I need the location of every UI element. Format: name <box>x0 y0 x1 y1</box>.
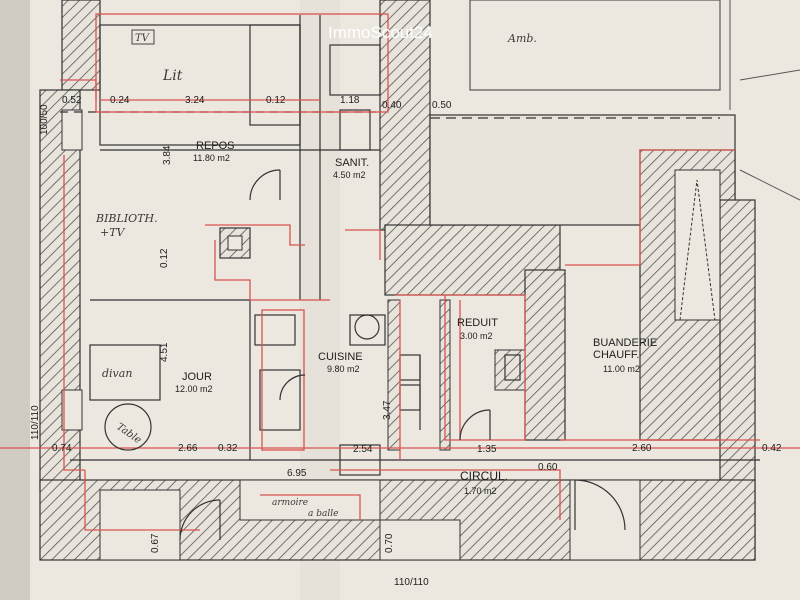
room-reduit-name: REDUIT <box>457 317 498 329</box>
dimensions-bottom: 0.74 2.66 0.32 2.54 1.35 0.60 2.60 0.42 … <box>52 443 782 588</box>
table-symbol <box>104 403 152 451</box>
room-buanderie-name-line2: CHAUFF. <box>593 349 639 361</box>
note-bottom-2: a balle <box>308 509 338 519</box>
dim-repos-height: 3.84 <box>162 145 173 165</box>
dim-cuisine-height: 3.47 <box>382 400 393 420</box>
red-markup-lines <box>0 13 800 531</box>
note-divan: divan <box>102 367 132 380</box>
note-bottom-1: armoire <box>272 498 308 508</box>
dim-bottom-left: 0.67 <box>150 533 161 553</box>
note-lit: Lit <box>162 68 183 84</box>
dim-bottom-2: 0.32 <box>218 443 238 454</box>
dim-top-3: 0.12 <box>266 95 286 106</box>
dim-jour-height: 4.51 <box>159 342 170 362</box>
dim-bottom-0: 0.74 <box>52 443 72 454</box>
door-arcs <box>179 169 626 541</box>
walls <box>39 0 800 561</box>
dim-bottom-1: 2.66 <box>178 443 198 454</box>
dim-top-0: 0.52 <box>62 95 82 106</box>
dim-bottom-7: 0.42 <box>762 443 782 454</box>
dim-left-top: 100/50 <box>39 104 50 135</box>
dim-bottom-mid: 0.70 <box>384 533 395 553</box>
dim-bottom-5: 0.60 <box>538 462 558 473</box>
dim-bottom-label: 110/110 <box>394 577 429 588</box>
room-cuisine-area: 9.80 m2 <box>327 364 360 374</box>
room-sanit-area: 4.50 m2 <box>333 170 366 180</box>
dim-bottom-4: 1.35 <box>477 444 497 455</box>
room-reduit-area: 3.00 m2 <box>460 331 493 341</box>
dim-partition: 0.12 <box>159 248 170 268</box>
dim-top-4: 1.18 <box>340 95 360 106</box>
dim-bottom-3: 2.54 <box>353 444 373 455</box>
room-circul-name: CIRCUL. <box>460 469 508 483</box>
note-bibliotheque: BIBLIOTH. <box>95 212 158 225</box>
room-jour-name: JOUR <box>182 371 212 383</box>
paper-edge-shadow <box>0 0 30 600</box>
room-jour-area: 12.00 m2 <box>175 384 213 394</box>
dim-left-bottom: 110/110 <box>30 405 41 440</box>
dimensions-top: 0.52 0.24 3.24 0.12 1.18 0.40 0.50 <box>62 95 452 111</box>
room-repos-name: REPOS <box>196 140 235 152</box>
watermark-brand: ImmoScout24 <box>328 23 433 42</box>
note-top-scribble: Amb. <box>507 32 537 45</box>
room-circul-area: 1.70 m2 <box>464 486 497 496</box>
dim-total: 6.95 <box>287 468 307 479</box>
room-repos-area: 11.80 m2 <box>193 153 230 163</box>
room-buanderie-area: 11.00 m2 <box>603 364 640 374</box>
room-sanit-name: SANIT. <box>335 157 369 169</box>
note-tv: TV <box>135 33 151 44</box>
note-tv2: +TV <box>100 226 126 239</box>
dim-top-2: 3.24 <box>185 95 205 106</box>
dim-bottom-6: 2.60 <box>632 443 652 454</box>
room-buanderie-name-line1: BUANDERIE <box>593 337 657 349</box>
dim-top-1: 0.24 <box>110 95 130 106</box>
room-cuisine-name: CUISINE <box>318 351 363 363</box>
dim-top-5: 0.40 <box>382 100 402 111</box>
dim-top-6: 0.50 <box>432 100 452 111</box>
